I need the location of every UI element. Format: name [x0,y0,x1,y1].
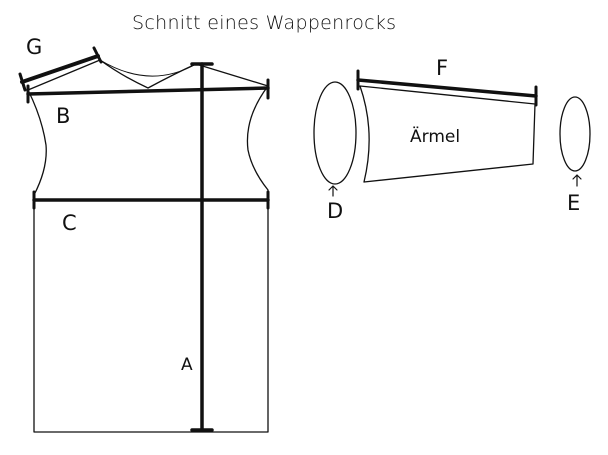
label-sleeve: Ärmel [410,126,460,147]
measure-e-ellipse [559,96,591,172]
label-e: E [567,191,580,215]
measure-b: B [26,78,270,128]
measure-d-ellipse [313,81,357,185]
measure-d: D [313,81,357,223]
label-b: B [56,104,70,128]
measure-g-tick-right [92,46,103,64]
body-piece [27,59,269,433]
neckline [99,59,197,77]
measure-d-arrow [328,185,338,197]
label-d: D [327,199,343,223]
measure-f-line [356,78,538,98]
diagram-title: Schnitt eines Wappenrocks [132,12,396,34]
sleeve-outline [359,85,536,183]
label-g: G [26,35,42,59]
measure-b-line [26,86,270,96]
measure-f: F [356,56,538,107]
measure-g-tick-left [18,72,27,92]
sleeve-piece: Ärmel [359,85,536,183]
measure-g: G [18,35,103,92]
label-a: A [181,355,193,375]
measure-c: C [32,190,270,235]
measure-g-line [20,54,100,84]
label-f: F [436,56,448,80]
measure-e-arrow [572,174,582,187]
label-c: C [62,211,77,235]
measure-e: E [559,96,591,215]
measure-a: A [181,62,214,432]
body-outline [27,59,269,433]
